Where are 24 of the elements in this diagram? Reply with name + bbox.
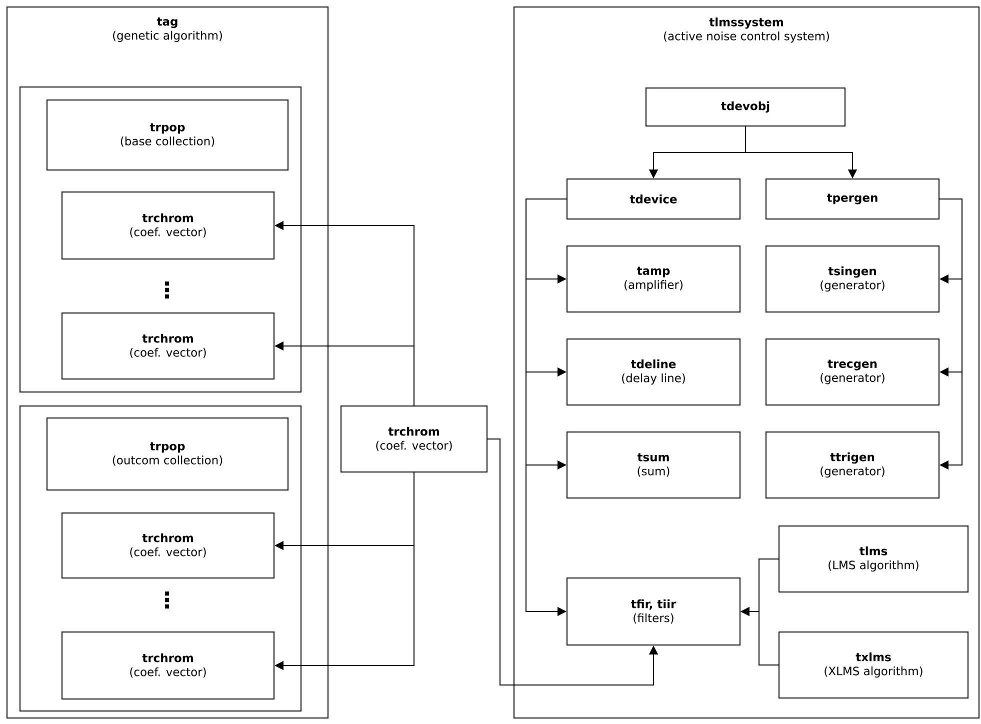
class-box: trpop (base collection) [46, 100, 288, 170]
class-box: trpop (outcom collection) [46, 418, 288, 490]
class-box: tpergen [766, 178, 940, 220]
class-box: tamp (amplifier) [566, 246, 740, 312]
ellipsis-mark: ⋮ [165, 591, 169, 609]
class-box: trchrom (coef. vector) [62, 312, 274, 380]
class-box: tdevobj [646, 88, 846, 126]
class-box: tdevice [566, 178, 740, 220]
class-box: trchrom (coef. vector) [340, 406, 488, 472]
class-box: trchrom (coef. vector) [62, 512, 274, 578]
ellipsis-mark: ⋮ [165, 281, 169, 299]
class-box: tfir, tiir (filters) [566, 578, 740, 646]
class-box: tsingen (generator) [766, 246, 940, 312]
group-box [20, 406, 302, 712]
class-box: trecgen (generator) [766, 338, 940, 406]
class-box: txlms (XLMS algorithm) [778, 632, 968, 698]
class-box: tdeline (delay line) [566, 338, 740, 406]
class-box: tsum (sum) [566, 432, 740, 498]
class-box: trchrom (coef. vector) [62, 192, 274, 260]
class-box: trchrom (coef. vector) [62, 632, 274, 700]
arrow [939, 198, 962, 470]
group-box [20, 86, 302, 392]
class-box: tlms (LMS algorithm) [778, 526, 968, 592]
class-box: ttrigen (generator) [766, 432, 940, 498]
